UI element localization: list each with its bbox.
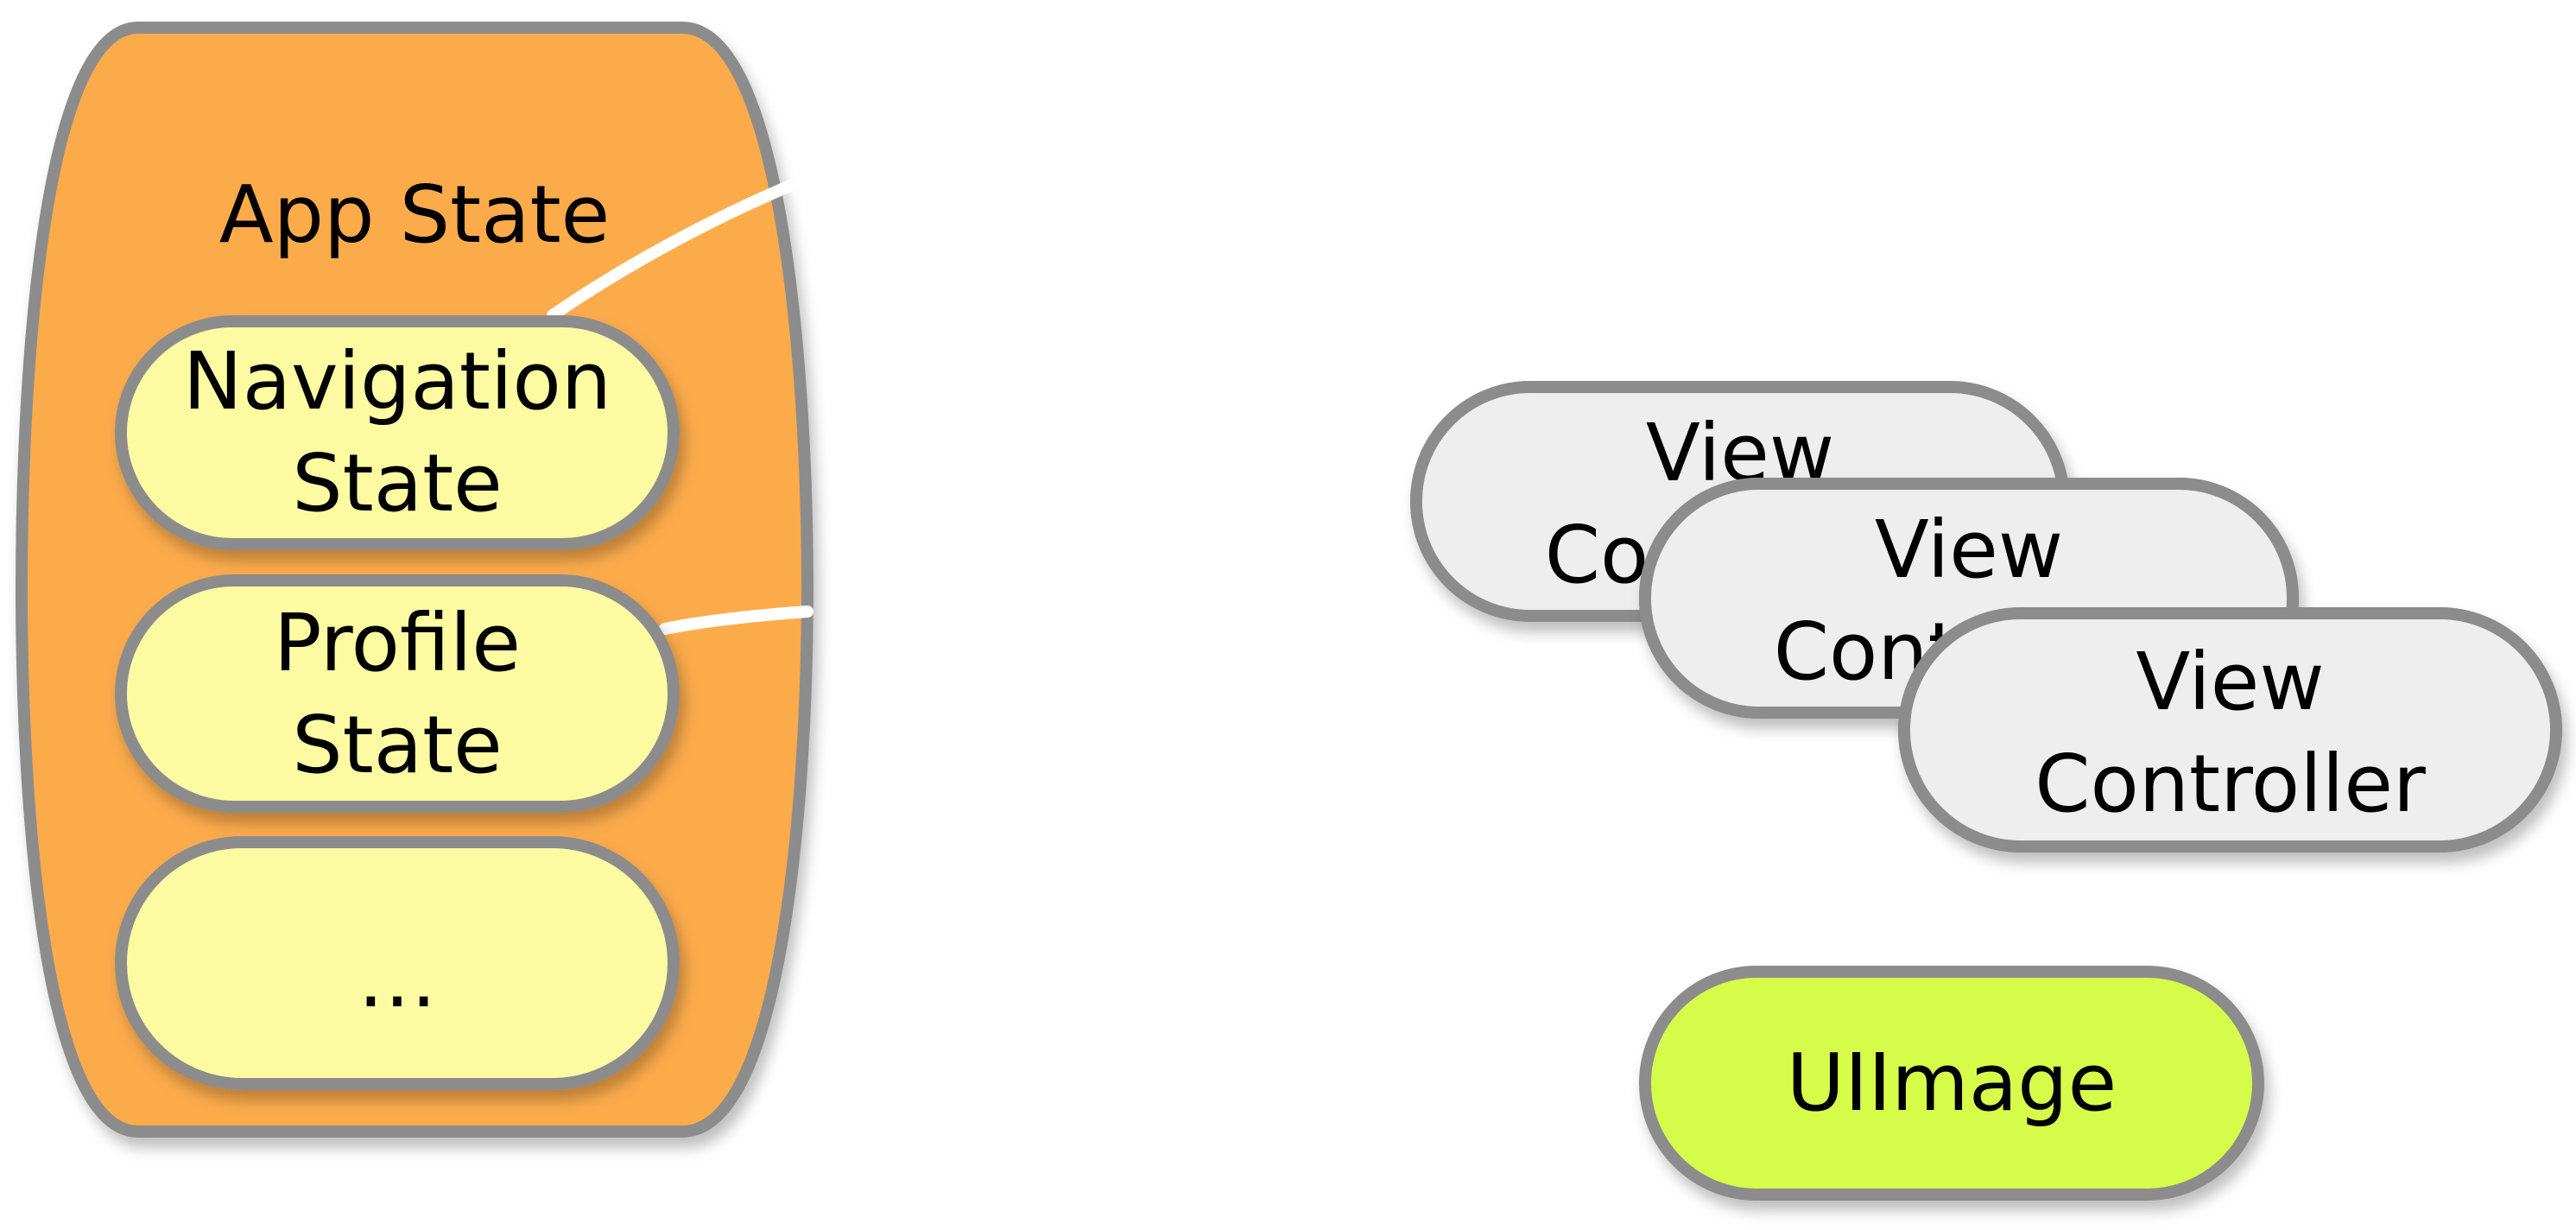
view-controller-3-line2: Controller <box>2035 738 2426 830</box>
view-controller-3-line1: View <box>2136 636 2325 728</box>
state-item-navigation-line1: Navigation <box>182 335 612 428</box>
state-item-profile-label: Profile State <box>121 593 674 796</box>
uiimage-box <box>1639 966 2264 1201</box>
state-item-more-label: … <box>358 933 437 1025</box>
state-item-profile-line1: Profile <box>273 597 522 689</box>
view-controller-1-line1: View <box>1645 407 1835 499</box>
state-item-navigation-label: Navigation State <box>121 331 674 535</box>
state-item-more <box>115 836 680 1090</box>
uiimage-label: UIImage <box>1786 1037 2117 1129</box>
connector-profile <box>659 605 813 635</box>
state-item-navigation <box>115 315 680 550</box>
app-state-title: App State <box>218 168 611 261</box>
state-item-profile-line2: State <box>292 699 503 791</box>
view-controller-2-line1: View <box>1874 504 2064 596</box>
state-item-profile <box>115 574 680 813</box>
connector-navigation <box>547 180 796 321</box>
state-item-navigation-line2: State <box>292 437 503 529</box>
view-controller-label-3: View Controller <box>1904 631 2556 835</box>
